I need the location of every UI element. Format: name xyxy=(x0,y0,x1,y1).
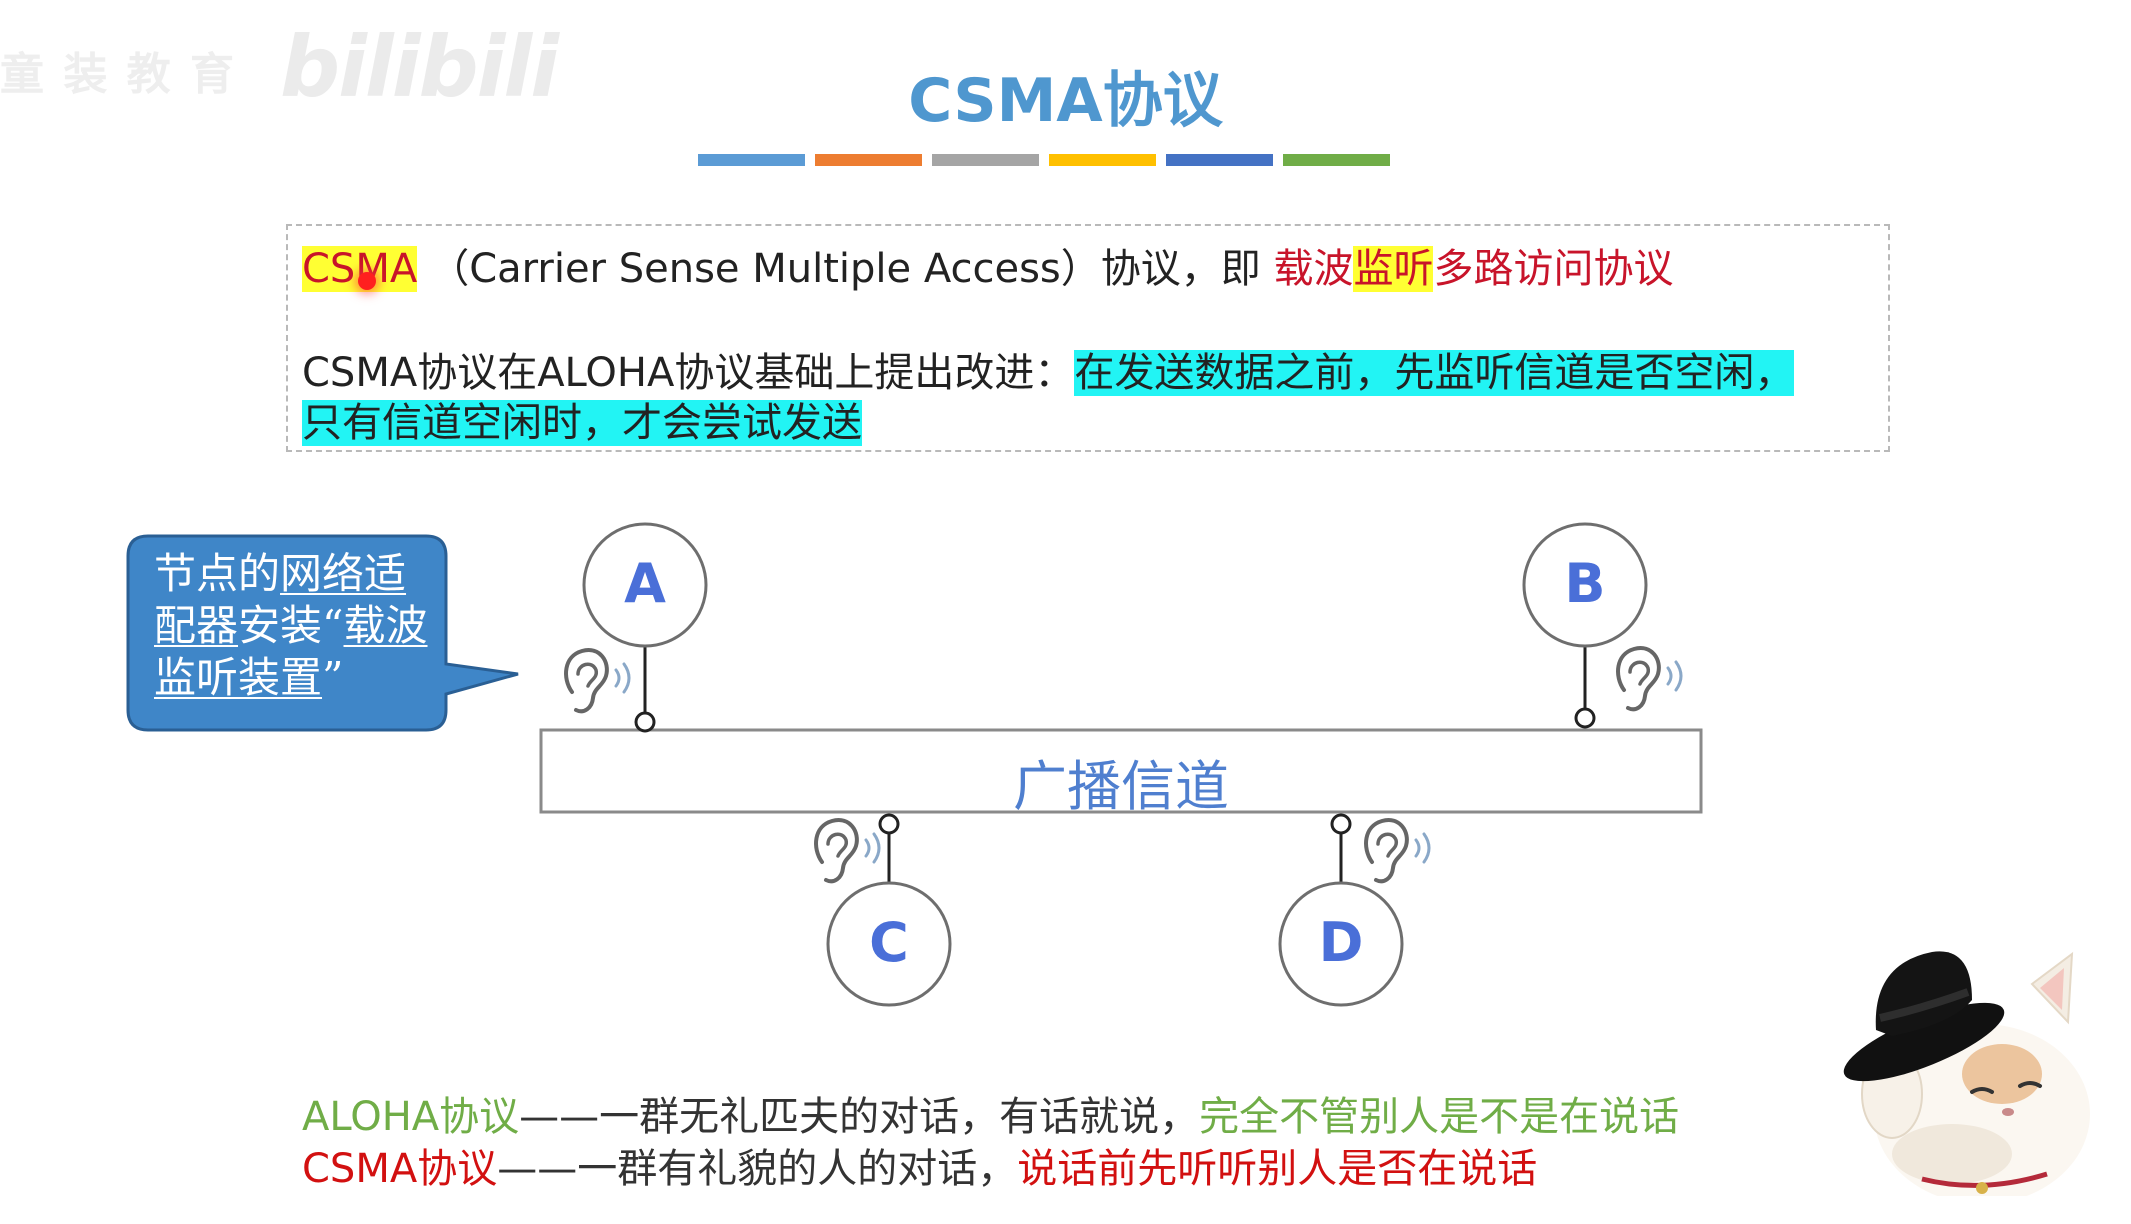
callout-part5: ” xyxy=(322,653,344,702)
csma-cn-part1: 载波 xyxy=(1273,246,1354,292)
csma-comparison-line: CSMA协议——一群有礼貌的人的对话，说话前先听听别人是否在说话 xyxy=(302,1136,1537,1194)
definition-line-3: 只有信道空闲时，才会尝试发送 xyxy=(302,390,862,448)
ear-icon-b xyxy=(1616,646,1683,712)
aloha-middle: ——一群无礼匹夫的对话，有话就说， xyxy=(519,1094,1200,1140)
callout-bubble xyxy=(126,534,519,732)
callout-part3: 安装“ xyxy=(238,601,344,650)
aloha-emphasis: 完全不管别人是不是在说话 xyxy=(1199,1094,1680,1140)
node-a-connector xyxy=(634,711,656,733)
csma-middle: ——一群有礼貌的人的对话， xyxy=(497,1146,1018,1192)
aloha-name: ALOHA协议 xyxy=(302,1094,520,1140)
node-c xyxy=(826,881,952,1007)
node-b-connector xyxy=(1574,707,1596,729)
color-bar-strip xyxy=(698,154,1390,166)
ear-icon-a xyxy=(564,648,631,714)
node-a-label: A xyxy=(624,552,666,615)
csma-abbr: CSMA xyxy=(302,246,418,292)
color-bar-4 xyxy=(1049,154,1156,166)
ear-icon-d xyxy=(1364,818,1431,884)
definition-line-2: CSMA协议在ALOHA协议基础上提出改进：在发送数据之前，先监听信道是否空闲， xyxy=(302,340,1795,398)
broadcast-channel-label: 广播信道 xyxy=(1013,755,1229,818)
node-b xyxy=(1522,522,1648,648)
callout-part1: 节点的 xyxy=(154,549,281,598)
broadcast-channel xyxy=(539,728,1703,814)
bilibili-logo: bilibili xyxy=(280,18,559,116)
csma-emphasis: 说话前先听听别人是否在说话 xyxy=(1017,1146,1538,1192)
improvement-highlight-2: 只有信道空闲时，才会尝试发送 xyxy=(302,400,862,446)
watermark-text: 童 装 教 育 xyxy=(0,49,236,100)
definition-line-1: CSMA（Carrier Sense Multiple Access）协议，即 … xyxy=(302,236,1673,294)
color-bar-5 xyxy=(1166,154,1273,166)
csma-cn-highlight: 监听 xyxy=(1353,246,1434,292)
definition-box xyxy=(286,224,1890,452)
node-b-label: B xyxy=(1564,552,1606,615)
callout-part4: 载波监听装置 xyxy=(154,601,428,702)
color-bar-2 xyxy=(815,154,922,166)
node-c-connector xyxy=(878,813,900,835)
color-bar-6 xyxy=(1283,154,1390,166)
csma-cn-part2: 多路访问协议 xyxy=(1433,246,1674,292)
laser-pointer-dot xyxy=(358,272,376,290)
node-d-label: D xyxy=(1318,911,1364,974)
node-a xyxy=(582,522,708,648)
slide-title: CSMA协议 xyxy=(908,66,1223,136)
color-bar-1 xyxy=(698,154,805,166)
node-d-connector xyxy=(1330,813,1352,835)
improvement-prefix: CSMA协议在ALOHA协议基础上提出改进： xyxy=(302,350,1075,396)
node-d xyxy=(1278,881,1404,1007)
aloha-comparison-line: ALOHA协议——一群无礼匹夫的对话，有话就说，完全不管别人是不是在说话 xyxy=(302,1084,1679,1142)
callout-text: 节点的网络适配器安装“载波监听装置” xyxy=(154,548,444,704)
ear-icon-c xyxy=(814,818,881,884)
color-bar-3 xyxy=(932,154,1039,166)
node-c-label: C xyxy=(869,911,909,974)
improvement-highlight: 在发送数据之前，先监听信道是否空闲， xyxy=(1074,350,1795,396)
callout-part2: 网络适配器 xyxy=(154,549,407,650)
cat-with-hat-sticker xyxy=(1832,951,2102,1200)
csma-name: CSMA协议 xyxy=(302,1146,498,1192)
csma-full-name: （Carrier Sense Multiple Access）协议，即 xyxy=(429,246,1274,292)
